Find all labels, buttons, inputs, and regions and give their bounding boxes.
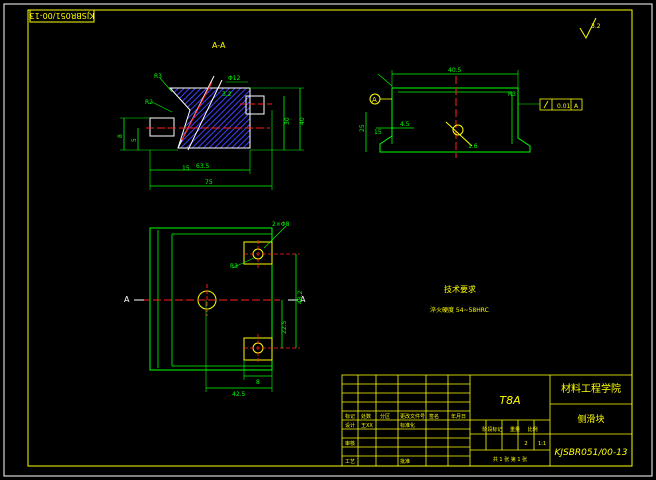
sheet-inner-border	[27, 9, 633, 467]
front-datum: A	[574, 103, 579, 110]
top-dim-r3: R3	[230, 263, 238, 270]
section-dim-roughness: 3.2	[222, 91, 232, 98]
title-process-label: 工艺	[345, 459, 355, 465]
title-row-label-0: 标记	[345, 413, 355, 420]
title-designer-name: 王XX	[361, 423, 373, 429]
section-view	[120, 75, 304, 190]
section-dim-40: 40	[299, 117, 306, 125]
title-stage-labels: 阶段标记 重量 比例	[482, 426, 537, 433]
section-r2: R2	[145, 99, 153, 106]
front-dim-25: 25	[359, 124, 366, 132]
title-row-label-4: 签名	[429, 413, 439, 420]
stage-label-0: 阶段标记	[482, 426, 502, 433]
rotated-code: KJSBR051/00-13	[30, 11, 95, 20]
title-std-label: 标准化	[400, 422, 415, 429]
top-dim-48-2: 48.2	[297, 290, 304, 304]
section-dim-phi12: Φ12	[228, 75, 241, 82]
tech-req-title: 技术要求	[444, 284, 476, 294]
section-dim-15: 15	[182, 165, 190, 172]
sheet-outer-border	[3, 3, 653, 477]
stage-label-1: 重量	[510, 426, 520, 433]
section-dim-8: 8	[117, 134, 124, 138]
svg-text:3.2: 3.2	[591, 23, 601, 30]
tech-req-text: 淬火硬度 54~58HRC	[430, 306, 489, 314]
top-view-arrow-right-label: A	[300, 295, 306, 304]
title-row-label-1: 处数	[361, 413, 371, 420]
title-row-label-2: 分区	[380, 413, 390, 420]
rotated-code-box	[29, 9, 95, 23]
section-r1: R3	[154, 73, 162, 80]
title-check-label: 审核	[345, 440, 355, 447]
front-dim-40-5: 40.5	[448, 67, 462, 74]
front-datum-circle-label: A	[372, 96, 377, 104]
front-dim-r3: R3	[508, 91, 516, 98]
front-view	[365, 70, 583, 158]
stage-label-2: 比例	[528, 426, 538, 433]
title-scale: 1:1	[538, 441, 546, 447]
section-dim-30: 30	[284, 117, 291, 125]
title-sheet-text: 共 1 张 第 1 张	[493, 456, 527, 463]
top-dim-22-5: 22.5	[281, 320, 288, 334]
section-dim-63-5: 63.5	[196, 163, 210, 170]
front-tolerance: 0.01	[557, 103, 571, 110]
title-part-name: 侧滑块	[577, 413, 604, 425]
top-dim-8: 8	[256, 379, 260, 386]
top-dim-42-5: 42.5	[232, 391, 246, 398]
title-block	[341, 374, 633, 467]
roughness-corner-symbol: 3.2	[579, 17, 601, 40]
section-title: A-A	[212, 41, 226, 50]
section-dim-75: 75	[205, 179, 213, 186]
front-dim-roughness: 1.6	[468, 143, 478, 150]
title-quantity: 2	[524, 441, 527, 447]
title-material: T8A	[499, 394, 520, 407]
title-code: KJSBR051/00-13	[554, 448, 627, 458]
front-dim-15: 15	[374, 129, 382, 136]
title-row-label-5: 年月日	[451, 413, 466, 420]
title-school: 材料工程学院	[561, 382, 621, 395]
title-designer-label: 设计	[345, 422, 355, 429]
top-dim-2phi8: 2×Φ8	[272, 221, 290, 228]
section-dim-5: 5	[131, 138, 138, 142]
title-approve-label: 批准	[400, 458, 410, 465]
top-view	[134, 225, 300, 392]
top-view-arrow-left-label: A	[124, 295, 130, 304]
front-dim-4-5: 4.5	[400, 121, 410, 128]
title-row-label-3: 更改文件号	[400, 413, 425, 420]
